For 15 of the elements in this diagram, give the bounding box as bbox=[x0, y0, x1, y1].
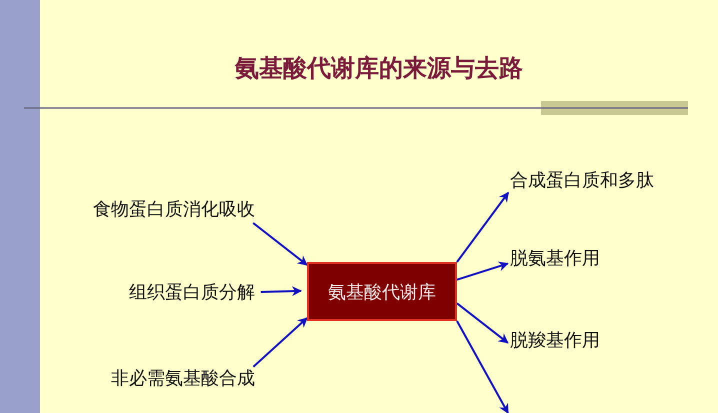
node-label: 组织蛋白质分解 bbox=[129, 281, 255, 304]
arrow bbox=[252, 317, 308, 368]
node-label: 脱羧基作用 bbox=[510, 329, 600, 352]
arrow bbox=[456, 262, 509, 281]
arrow bbox=[260, 286, 302, 296]
node-label: 食物蛋白质消化吸收 bbox=[93, 198, 255, 221]
node-label: 合成蛋白质和多肽 bbox=[510, 169, 654, 192]
node-label: 脱氨基作用 bbox=[510, 247, 600, 270]
arrow bbox=[456, 320, 509, 413]
arrow bbox=[456, 302, 509, 344]
pool-box: 氨基酸代谢库 bbox=[307, 262, 457, 321]
arrow bbox=[252, 222, 308, 266]
arrow bbox=[456, 192, 510, 263]
node-label: 非必需氨基酸合成 bbox=[111, 367, 255, 390]
title: 氨基酸代谢库的来源与去路 bbox=[234, 52, 524, 84]
